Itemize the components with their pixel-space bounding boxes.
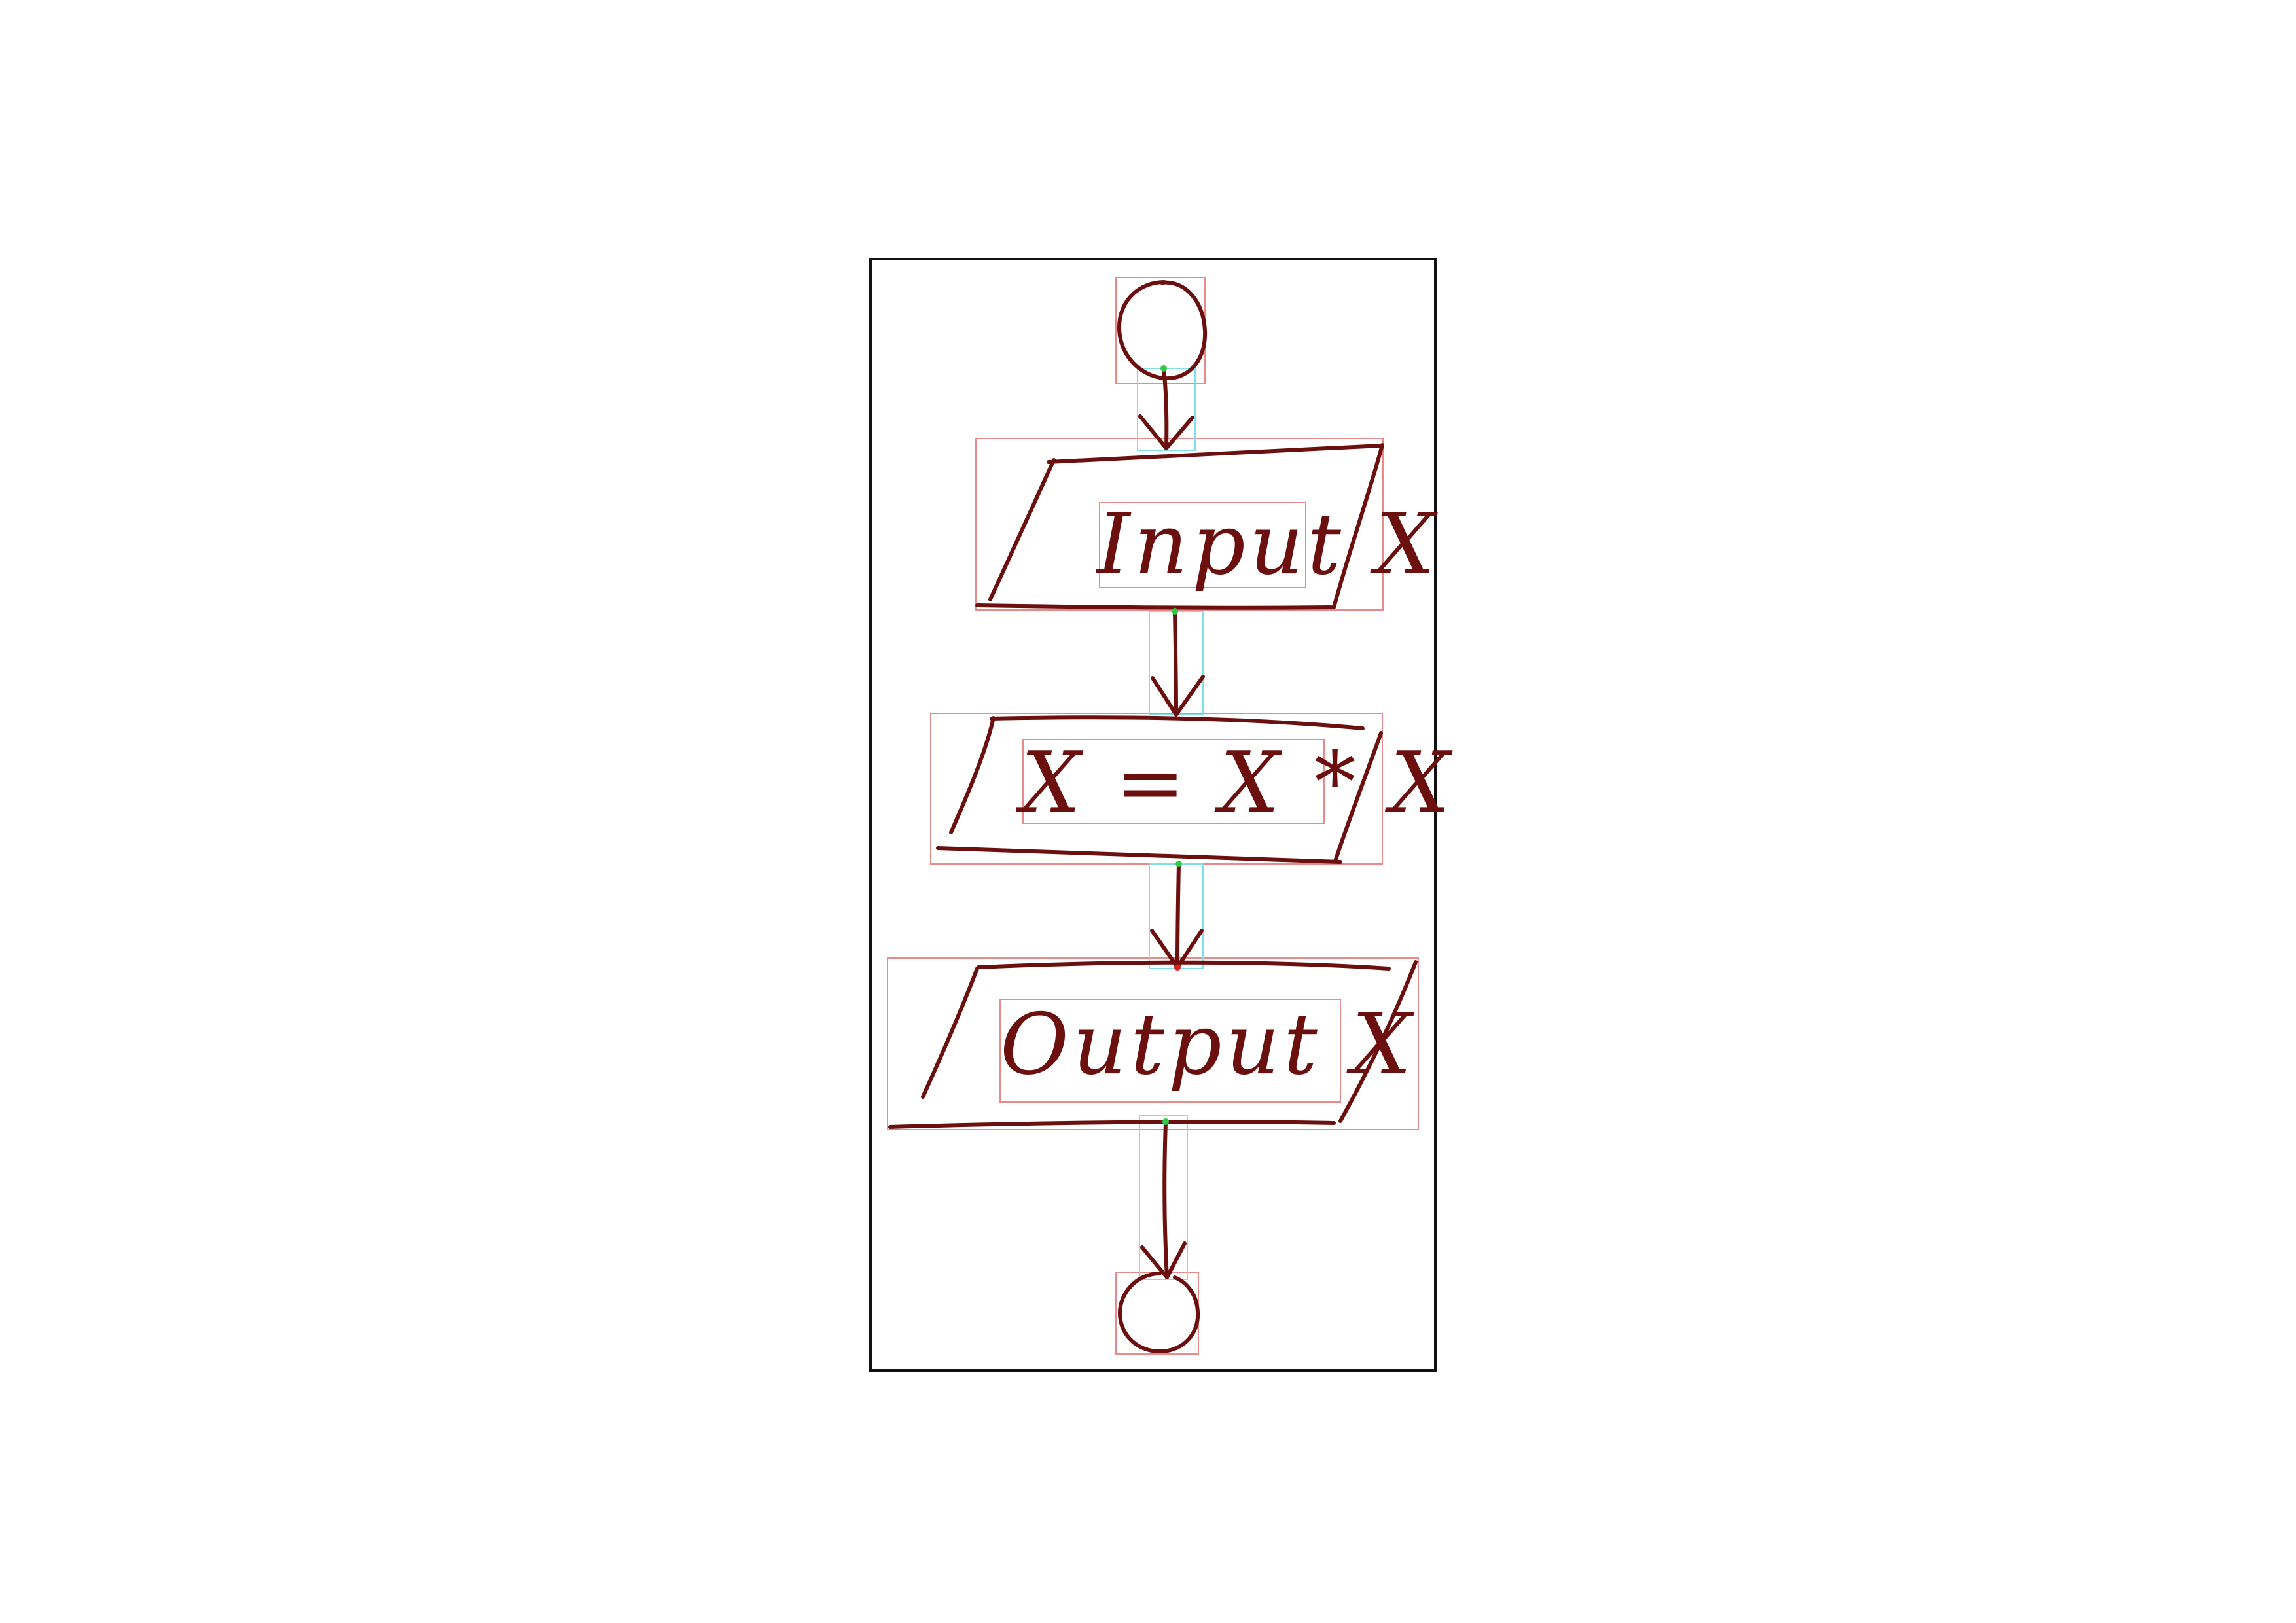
output-shape [888,960,1418,1129]
edge-3-head [1174,964,1181,971]
edge-3-line [1175,862,1181,969]
process-label: X = X * X [1015,734,1454,832]
node-process: X = X * X [936,715,1454,864]
edge-2-tail [1172,608,1178,615]
bbox-edge-4 [1139,1115,1188,1280]
edge-4-tail [1162,1118,1169,1125]
edge-start-to-input [1138,365,1194,450]
edge-2-arrowhead [1151,675,1205,717]
output-label: Output X [1000,996,1415,1094]
bbox-output-text [999,999,1341,1103]
node-output: Output X [888,960,1418,1129]
bbox-output [887,957,1419,1130]
edge-process-to-output [1150,861,1204,971]
edge-input-to-process [1151,608,1205,717]
bbox-process-text [1022,739,1325,824]
start-circle-shape [1117,280,1208,381]
edge-4-line [1162,1120,1169,1279]
diagram-frame [869,258,1437,1372]
input-label: Input X [1096,496,1439,594]
bbox-input [975,438,1384,611]
edge-4-arrowhead [1140,1241,1187,1279]
process-shape [936,715,1383,864]
edge-1-tail [1160,365,1167,372]
edge-2-line [1173,609,1178,717]
node-input: Input X [975,443,1439,610]
input-shape [975,443,1384,610]
bbox-input-text [1099,502,1306,588]
node-start [1117,280,1208,381]
edge-output-to-end [1140,1118,1187,1279]
end-circle-shape [1117,1272,1200,1354]
node-end [1117,1272,1200,1354]
edge-3-tail [1175,861,1182,867]
edge-1-line [1162,366,1169,450]
edge-1-arrowhead [1138,414,1194,450]
